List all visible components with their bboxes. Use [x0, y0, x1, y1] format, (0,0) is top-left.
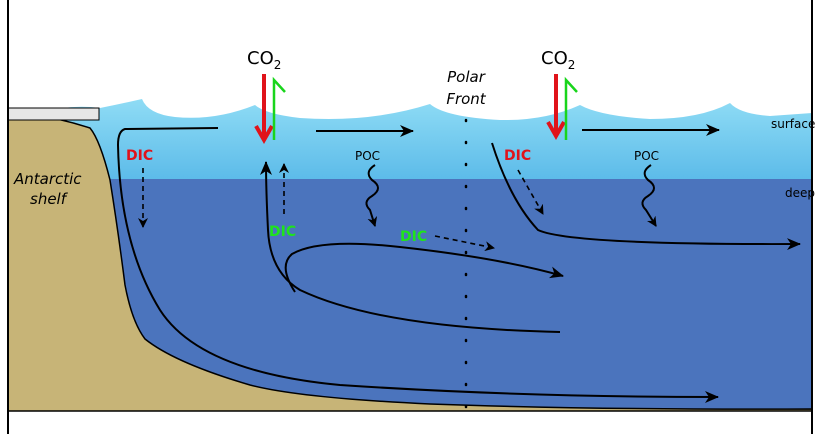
dic-green-label-middle: DIC: [400, 229, 427, 245]
co2-outgas-arrow: [564, 76, 578, 140]
shelf-label-line1: Antarctic: [13, 170, 82, 188]
surface-label: surface: [771, 117, 815, 131]
shelf-label-line2: shelf: [30, 190, 69, 208]
ice-shelf: [7, 107, 100, 121]
co2-label-right: CO2: [541, 48, 575, 72]
co2-uptake-arrow: [546, 74, 566, 141]
dic-red-label-right: DIC: [504, 148, 531, 164]
co2-label-left: CO2: [247, 48, 281, 72]
dic-green-label-upwelling: DIC: [269, 224, 296, 240]
polar-front-label-line2: Front: [446, 90, 486, 108]
antarctic-shelf: [7, 111, 813, 412]
polar-front-label-line1: Polar: [447, 68, 486, 86]
surface-water: [8, 99, 812, 180]
intermediate-water-arrow: [284, 242, 564, 293]
poc-label-right: POC: [634, 149, 659, 163]
co2-flux-right: [546, 74, 578, 141]
co2-flux-left: [254, 74, 286, 145]
mode-water-arrow: [491, 142, 801, 251]
dic-transport-arrow: [434, 235, 495, 252]
poc-sinking-arrow: [641, 164, 657, 227]
poc-label-left: POC: [355, 149, 380, 163]
poc-sinking-arrow: [365, 164, 379, 227]
dic-red-label-left: DIC: [126, 148, 153, 164]
co2-uptake-arrow: [254, 74, 274, 145]
upwelling-arrow: [260, 161, 561, 333]
bottom-water-arrow: [116, 127, 719, 403]
deep-label: deep: [785, 186, 815, 200]
co2-outgas-arrow: [272, 76, 286, 140]
